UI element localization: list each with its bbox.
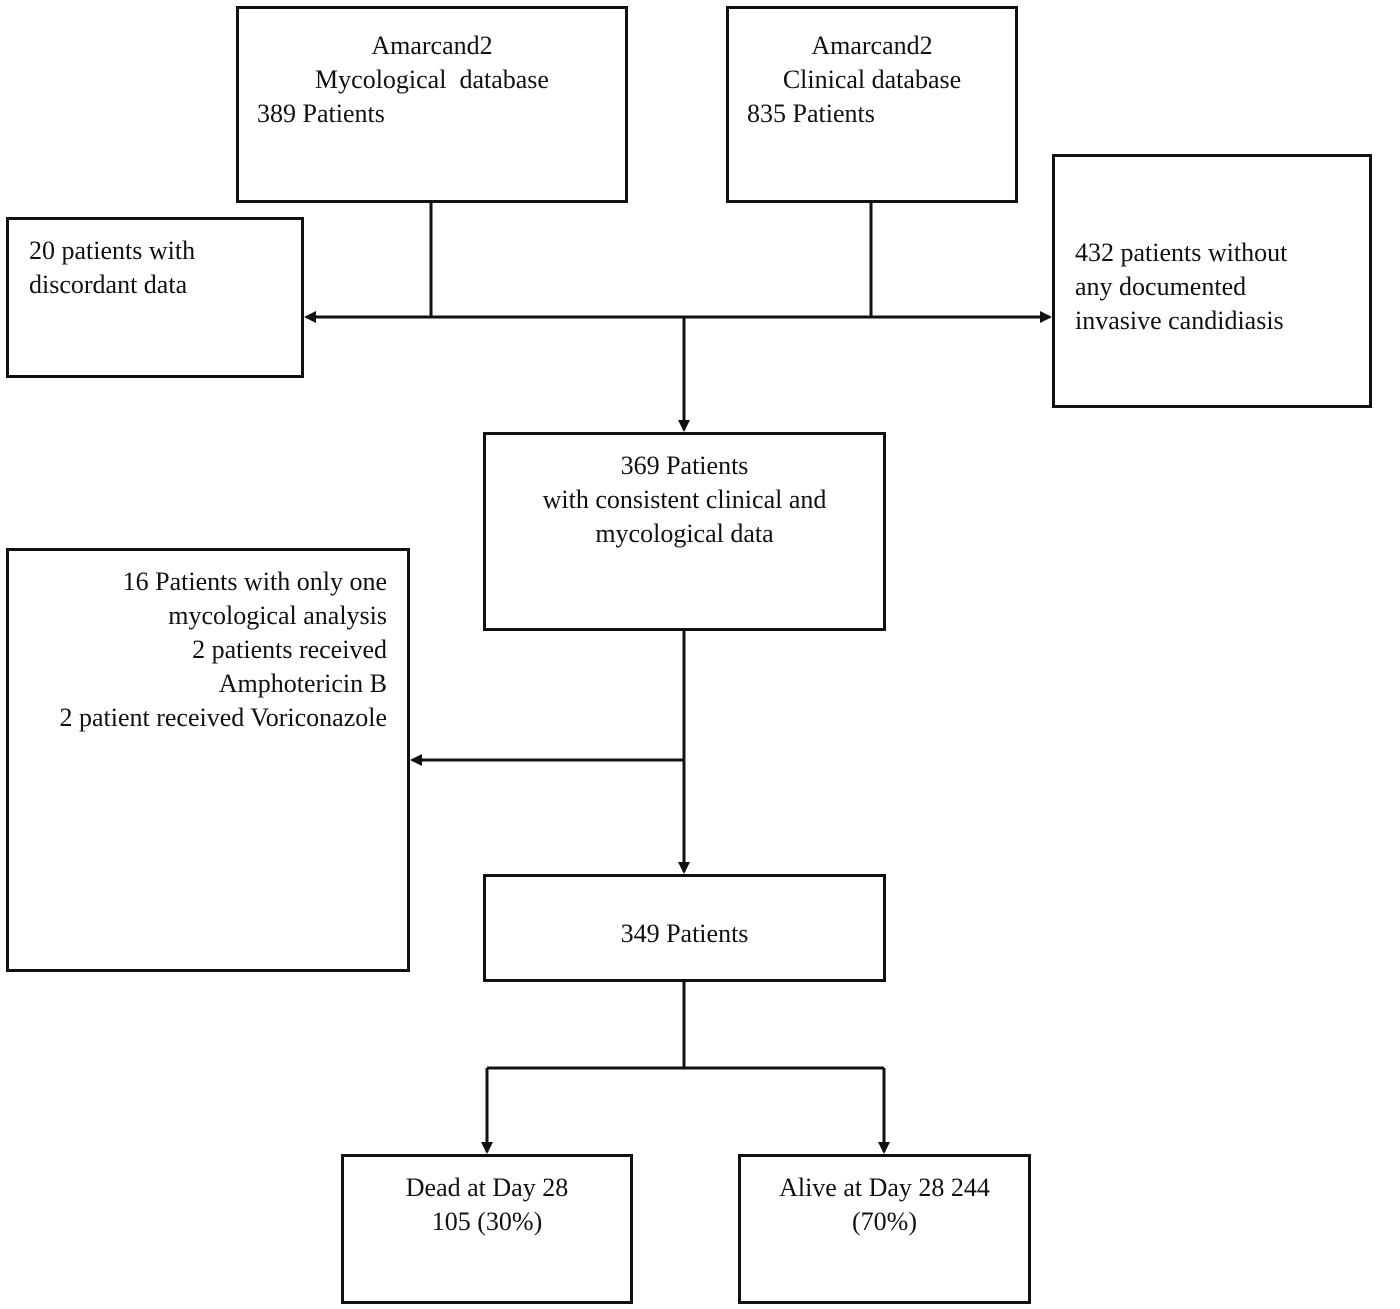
node-line: mycological analysis (168, 601, 387, 630)
node-line: with consistent clinical and (542, 485, 827, 514)
node-line: (70%) (852, 1207, 917, 1236)
node-line: Amarcand2 (811, 31, 933, 60)
node-no-invasive-candidiasis: 432 patients without any documented inva… (1052, 154, 1372, 408)
node-line: Mycological database (315, 65, 549, 94)
node-line: Amphotericin B (218, 669, 387, 698)
node-consistent-data: 369 Patients with consistent clinical an… (483, 432, 886, 631)
node-clinical-database: Amarcand2 Clinical database 835 Patients (726, 6, 1018, 203)
node-line: 16 Patients with only one (122, 567, 387, 596)
node-dead-day-28: Dead at Day 28 105 (30%) (341, 1154, 633, 1304)
node-alive-day-28: Alive at Day 28 244 (70%) (738, 1154, 1031, 1304)
node-line: 389 Patients (257, 99, 385, 128)
node-line: 349 Patients (620, 919, 749, 948)
node-line: Amarcand2 (371, 31, 493, 60)
node-line: any documented (1075, 272, 1247, 301)
node-line: Alive at Day 28 244 (779, 1173, 990, 1202)
node-discordant-data: 20 patients with discordant data (6, 217, 304, 378)
node-line: 369 Patients (620, 451, 749, 480)
node-line: 432 patients without (1075, 238, 1288, 267)
node-line: invasive candidiasis (1075, 306, 1284, 335)
node-final-cohort: 349 Patients (483, 874, 886, 982)
node-line: 2 patients received (192, 635, 387, 664)
node-line: discordant data (29, 270, 188, 299)
node-line: 2 patient received Voriconazole (59, 703, 387, 732)
node-line: Dead at Day 28 (405, 1173, 569, 1202)
node-line: 20 patients with (29, 236, 196, 265)
node-line: Clinical database (782, 65, 962, 94)
node-line: mycological data (595, 519, 774, 548)
node-line: 105 (30%) (431, 1207, 543, 1236)
node-line: 835 Patients (747, 99, 875, 128)
node-excluded-patients: 16 Patients with only one mycological an… (6, 548, 410, 972)
node-mycological-database: Amarcand2 Mycological database 389 Patie… (236, 6, 628, 203)
